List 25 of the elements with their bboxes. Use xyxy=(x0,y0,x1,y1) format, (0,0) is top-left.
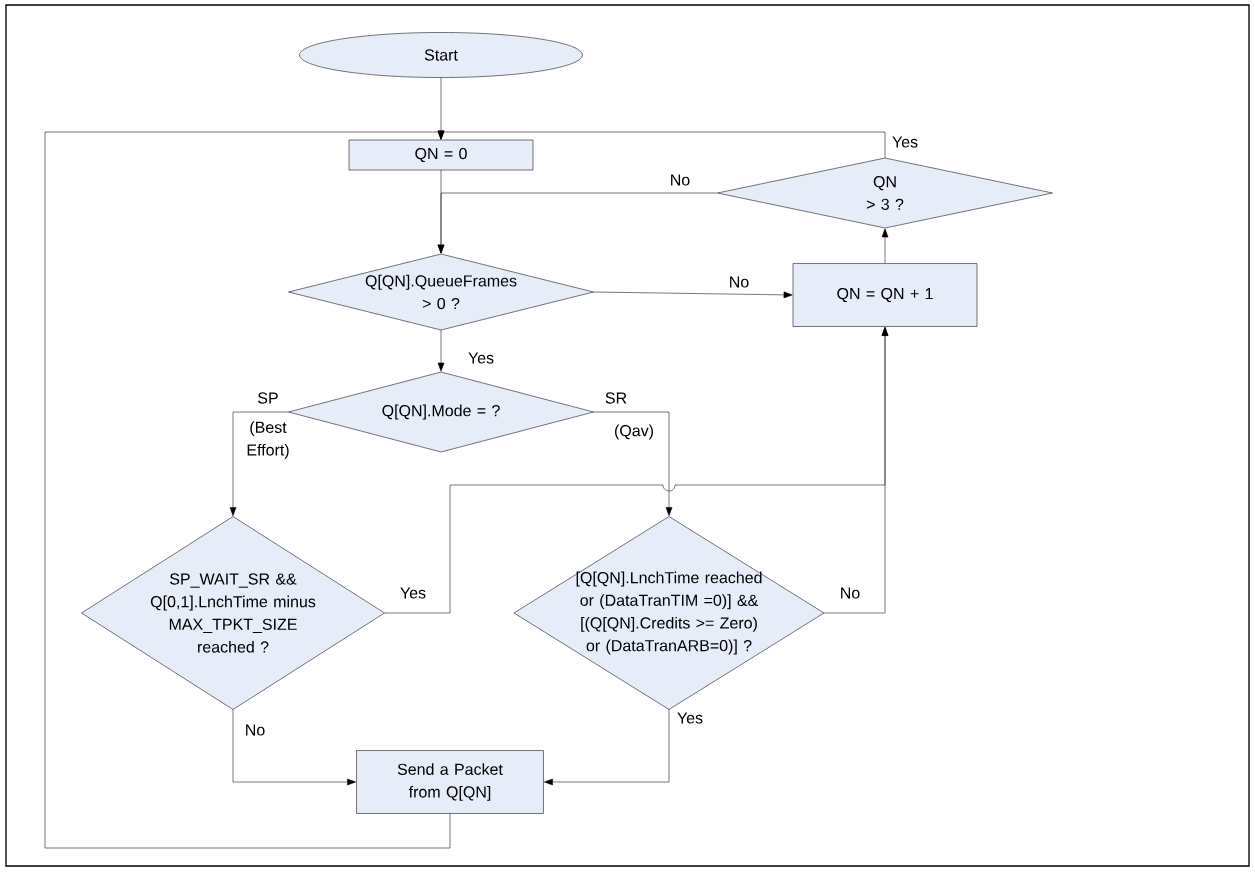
arrow xyxy=(593,411,673,516)
arrow xyxy=(544,709,670,786)
process-box: QN = QN + 1 xyxy=(792,263,978,327)
edge-label: No xyxy=(727,275,751,289)
branch-note: (Best Effort) xyxy=(247,421,289,459)
arrow xyxy=(229,411,289,516)
edge-label: Yes xyxy=(466,351,496,365)
process-box: QN = 0 xyxy=(348,139,534,171)
edge-label: Yes xyxy=(675,711,705,725)
edge-label: Yes xyxy=(890,135,920,149)
arrow xyxy=(44,130,451,849)
edge-label: No xyxy=(838,586,862,600)
edge-label: No xyxy=(668,173,692,187)
arrow xyxy=(881,228,889,264)
arrow xyxy=(232,709,356,786)
process-box: Send a Packet from Q[QN] xyxy=(356,750,544,814)
edge-label: Yes xyxy=(398,586,428,600)
edge-label: SP xyxy=(256,391,280,405)
arrow xyxy=(593,291,793,299)
edge-label: SR xyxy=(603,391,629,405)
edge-label: No xyxy=(243,723,267,737)
branch-note: (Qav) xyxy=(615,424,653,440)
arrow xyxy=(437,192,718,254)
arrow xyxy=(437,329,445,372)
arrow xyxy=(823,327,889,614)
